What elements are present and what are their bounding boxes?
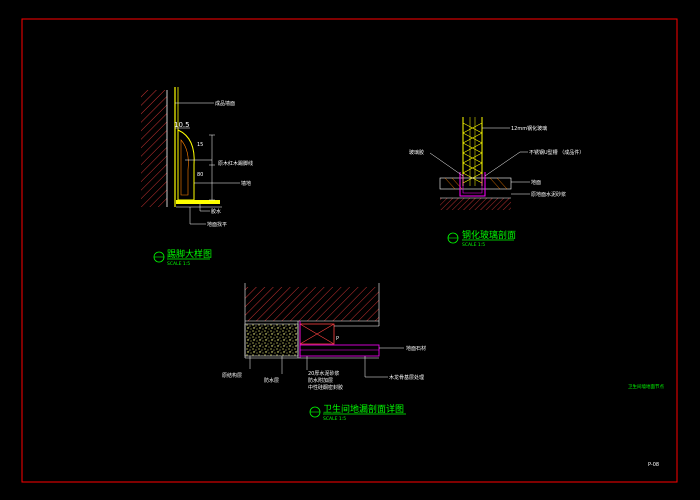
- callout-3-5: 防水附加层: [308, 377, 333, 384]
- callout-1-4: 胶水: [211, 208, 221, 215]
- detail-2-scale: SCALE 1:5: [462, 242, 485, 248]
- skirting-profile: [177, 129, 195, 201]
- dim-10-5: 10.5: [174, 121, 190, 129]
- floor-layer: [439, 177, 512, 190]
- callout-2-2: 玻璃胶: [409, 149, 424, 156]
- detail-3-title: 卫生间地漏剖面详图: [323, 403, 404, 415]
- callout-2-3: 不锈钢U型槽 （成品件）: [529, 149, 584, 156]
- slab-hatch: [440, 198, 511, 210]
- callout-3-7: 木龙骨基层处理: [389, 374, 424, 381]
- wall-hatch: [141, 90, 167, 207]
- callout-2-1: 12mm钢化玻璃: [511, 125, 547, 132]
- floor-strip: [176, 200, 220, 204]
- detail-3-scale: SCALE 1:5: [323, 416, 346, 422]
- detail-floor-drain: P 地面石材 原结构层 防水层 20厚水泥砂浆 防水附加层 中性硅酮密封胶 木龙…: [222, 283, 426, 422]
- detail-1-scale: SCALE 1:5: [167, 261, 190, 267]
- u-channel: [459, 172, 486, 197]
- dim-80: 80: [197, 172, 203, 178]
- callout-1-5: 地面找平: [207, 221, 227, 228]
- callout-1-2: 原木红木踢脚线: [218, 160, 253, 167]
- callout-1-3: 墙地: [241, 180, 251, 187]
- callout-3-1: 地面石材: [406, 345, 426, 352]
- drain-mark: P: [336, 336, 339, 342]
- callout-3-3: 防水层: [264, 377, 279, 384]
- glass-hatch: [462, 122, 483, 184]
- callout-2-4: 地面: [531, 179, 541, 186]
- detail-skirting: 10.5 15 80 成品墙面 原木红木踢脚线 墙地 胶水 地面找平 踢脚大样图…: [141, 87, 253, 267]
- callout-1-1: 成品墙面: [215, 100, 235, 107]
- finish-layer: [299, 344, 380, 357]
- screed-layer: [244, 323, 299, 357]
- callout-3-2: 原结构层: [222, 372, 242, 379]
- sheet-border: [21, 18, 678, 483]
- detail-glass: 12mm钢化玻璃 玻璃胶 不锈钢U型槽 （成品件） 地面 原地面水泥砂浆 钢化玻…: [409, 117, 584, 248]
- detail-1-title: 踢脚大样图: [167, 248, 212, 260]
- page-number: P-08: [648, 462, 659, 468]
- dim-15: 15: [197, 142, 203, 148]
- callout-3-4: 20厚水泥砂浆: [308, 370, 339, 377]
- sheet-note: 卫生间墙地面节点: [628, 383, 664, 390]
- structure-hatch: [245, 287, 379, 321]
- callout-3-6: 中性硅酮密封胶: [308, 384, 343, 391]
- callout-2-5: 原地面水泥砂浆: [531, 191, 566, 198]
- detail-2-title: 钢化玻璃剖面: [462, 229, 516, 241]
